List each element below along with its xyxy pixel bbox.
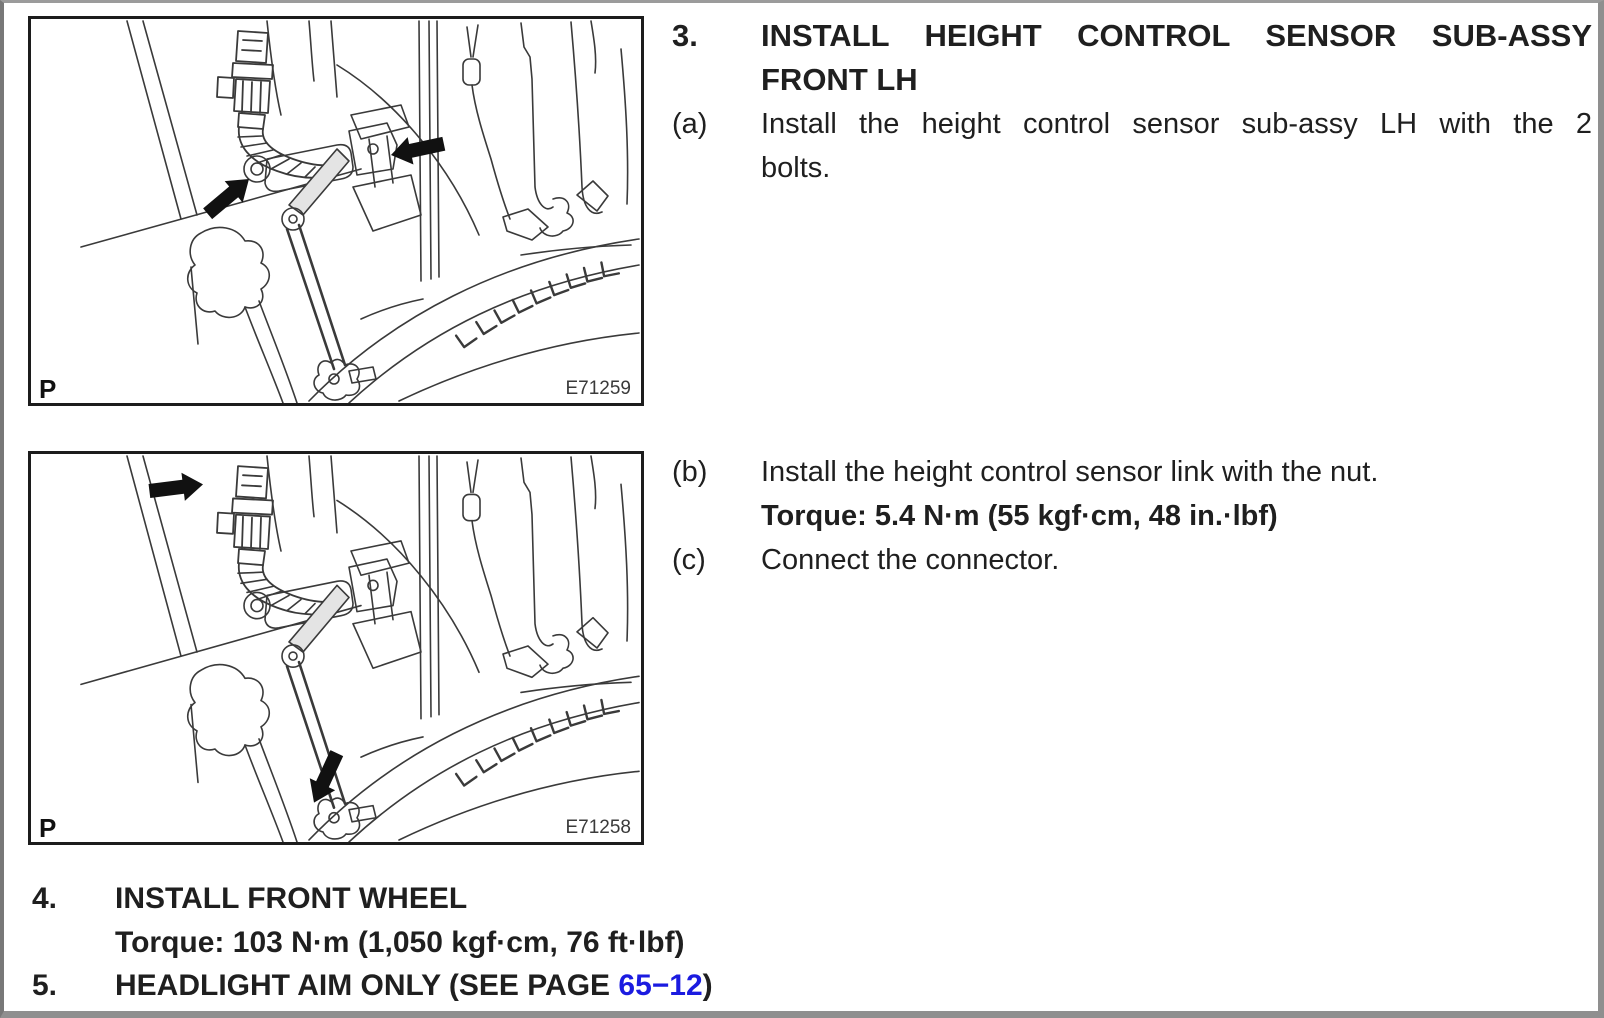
step-3-title-line-2: FRONT LH (761, 62, 918, 97)
step-4-torque-spec: Torque: 103 N·m (1,050 kgf·cm, 76 ft·lbf… (115, 926, 685, 959)
height-sensor-illustration (79, 19, 641, 403)
connector-and-nut-arrow-indicators (147, 470, 350, 809)
step-3a-text-line-1: Install the height control sensor sub-as… (761, 108, 1592, 140)
step-3b-label: (b) (672, 456, 708, 488)
step-5-title: HEADLIGHT AIM ONLY (SEE PAGE 65−12) (115, 969, 713, 1003)
figure-corner-label: P (39, 813, 57, 843)
step-4-title: INSTALL FRONT WHEEL (115, 882, 468, 915)
height-sensor-illustration (79, 454, 641, 842)
step-4-number: 4. (32, 882, 58, 915)
step-3-title-line-1: INSTALL HEIGHT CONTROL SENSOR SUB-ASSY (761, 18, 1592, 53)
page-reference-link[interactable]: 65−12 (618, 969, 703, 1002)
step-5-text-before-link: HEADLIGHT AIM ONLY (SEE PAGE (115, 969, 619, 1002)
figure-e71258: P E71258 (28, 451, 644, 845)
step-3b-text: Install the height control sensor link w… (761, 456, 1379, 488)
step-5-text-after-link: ) (702, 969, 713, 1002)
step-5-number: 5. (32, 969, 58, 1002)
step-3c-label: (c) (672, 544, 706, 576)
step-3a-text-line-2: bolts. (761, 152, 831, 184)
step-3c-text: Connect the connector. (761, 544, 1060, 576)
step-3a-label: (a) (672, 108, 708, 140)
figure-e71259: P E71259 (28, 16, 644, 406)
figure-corner-label: P (39, 374, 57, 404)
step-3-number: 3. (672, 18, 698, 53)
figure-id-label: E71258 (565, 817, 631, 838)
step-3b-torque-spec: Torque: 5.4 N·m (55 kgf·cm, 48 in.·lbf) (761, 500, 1278, 532)
figure-id-label: E71259 (565, 378, 631, 399)
